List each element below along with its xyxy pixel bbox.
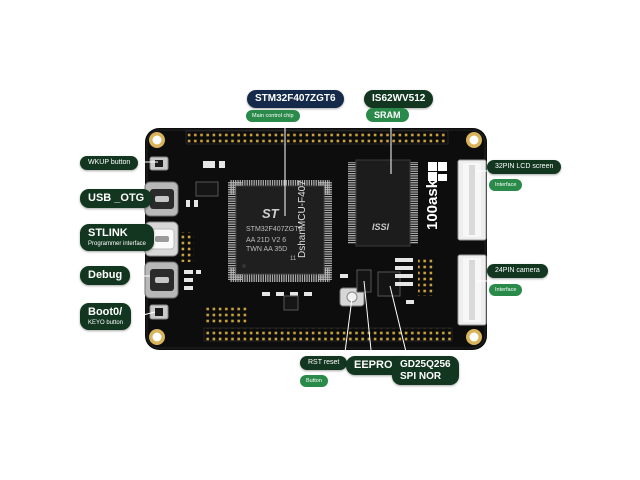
label-mcu: STM32F407ZGT6 [247, 90, 344, 108]
mcu-marking-2: AA 21D V2 6 [246, 237, 287, 244]
label-camera: 24PIN camera [487, 264, 548, 279]
label-rst-sub: Button [300, 375, 328, 387]
leader-lines [126, 122, 487, 361]
board-model-text: DshanMCU-F407 [297, 180, 308, 258]
label-mcu-sub: Main control chip [246, 110, 300, 122]
camera-fpc-connector [457, 254, 487, 326]
label-sram: SRAM [366, 108, 409, 122]
mcu-brand-text: ST [262, 206, 279, 221]
mcu-marking-3: TWN AA 35D [246, 246, 288, 253]
sram-marking: ISSI [372, 222, 390, 232]
camera-side-header [418, 258, 433, 296]
mcu-marking-1: STM32F407ZGT6 [246, 226, 303, 233]
label-wkup: WKUP button [80, 156, 139, 171]
label-boot0: Boot0/ KEYO button [80, 303, 132, 330]
label-sram-part: IS62WV512 [364, 90, 434, 108]
mcu-marking-4: 11 [290, 256, 297, 262]
label-spi-flash: GD25Q256 SPI NOR [392, 356, 459, 385]
lcd-fpc-connector [457, 159, 487, 241]
sram-chip [348, 159, 418, 247]
small-header-bottom-left [205, 305, 247, 323]
top-pin-header [185, 130, 449, 145]
usb-otg-port [144, 181, 179, 217]
small-header-left [180, 232, 194, 262]
side-logo [428, 162, 447, 181]
label-camera-sub: Interface [489, 284, 523, 296]
bottom-pin-header [203, 327, 453, 342]
label-lcd-sub: Interface [489, 179, 523, 191]
label-rst: RST reset [300, 356, 348, 371]
board-side-text: 100ask [424, 179, 441, 230]
label-usb-otg: USB _OTG [80, 189, 153, 208]
label-debug: Debug [80, 266, 131, 285]
mcu-chip [228, 180, 332, 282]
label-stlink: STLINK Programmer interface [80, 224, 155, 251]
label-lcd: 32PIN LCD screen [487, 160, 562, 175]
debug-port [144, 261, 179, 299]
